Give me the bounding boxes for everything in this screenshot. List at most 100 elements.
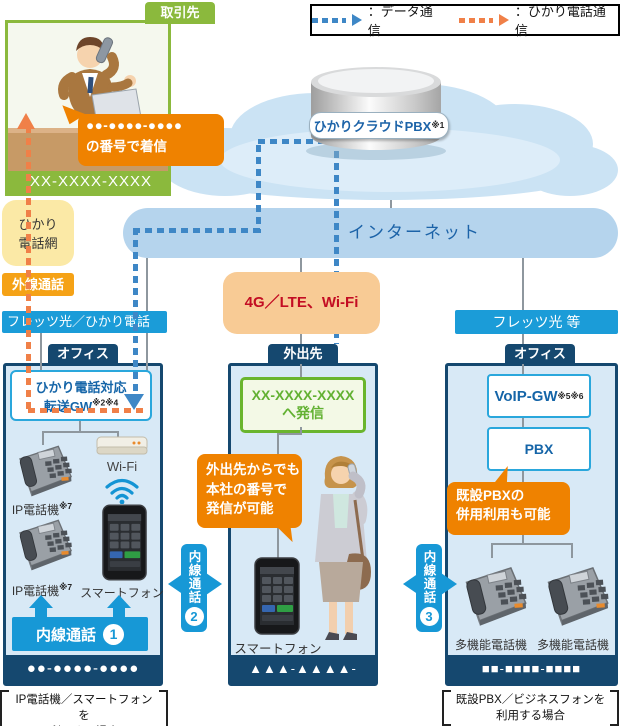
fletshikari-line-note: ※2※3 [7, 339, 33, 349]
connector-right-3 [522, 364, 524, 375]
extension-call-3-number: 3 [419, 607, 439, 626]
caption-left-line1: IP電話機／スマートフォンを [15, 694, 153, 723]
connector-mid-4 [300, 427, 302, 435]
hikari-arrow-up-icon [17, 110, 35, 129]
existing-pbx-bubble: 既設PBXの 併用利用も可能 [447, 482, 570, 535]
outgoing-call-text: へ発信 [282, 405, 324, 421]
ip-phone-2-icon [10, 510, 74, 574]
partner-tab: 取引先 [145, 2, 215, 24]
internet-bar: インターネット [123, 208, 618, 258]
legend-hikari-comm-label: ：ひかり電話通信 [514, 4, 606, 38]
office-right-footer-number: ■■-■■■■-■■■■ [448, 655, 615, 683]
ip-phone-1-text: IP電話機 [11, 503, 60, 517]
hikari-comm-arrow-icon [498, 14, 509, 26]
office-tab-left: オフィス [48, 344, 118, 364]
caption-right-line2: 利用する場合 [495, 710, 565, 723]
ip-phone-2-text: IP電話機 [11, 584, 60, 598]
multifunction-phone-1-label: 多機能電話機 [454, 638, 527, 652]
incoming-bubble-text: の番号で着信 [86, 139, 167, 154]
extension-call-3-label: 内線通話 [421, 550, 436, 604]
connector-left-2 [146, 333, 148, 372]
multifunction-phone-1-icon [455, 556, 529, 630]
business-woman-illustration [315, 456, 371, 640]
data-line-cloud-down [256, 145, 261, 233]
extension-call-3-box: 内線通話 3 [416, 544, 442, 632]
bracket-left-icon [0, 690, 9, 726]
ip-phone-1-icon [10, 436, 74, 500]
data-comm-dash-icon [312, 17, 346, 23]
incoming-bubble-number: ●●-●●●●-●●●● [86, 118, 183, 133]
up-arrow-stem-1 [35, 604, 47, 618]
outgoing-bubble-line2: 本社の番号で [206, 481, 287, 497]
outgoing-call-number: XX-XXXX-XXXX [251, 387, 355, 403]
smartphone-middle-label: スマートフォン [234, 642, 322, 656]
data-line-to-office [133, 228, 138, 394]
legend-data-comm-label: ：データ通信 [367, 4, 433, 38]
hikari-phone-network-box: ひかり 電話網 [2, 200, 74, 266]
caption-left: IP電話機／スマートフォンを 利用する場合 [0, 690, 168, 726]
pbx-box: PBX [487, 427, 591, 471]
cloud-pbx-note: ※1 [431, 120, 445, 130]
caption-right: 既設PBX／ビジネスフォンを 利用する場合 [441, 690, 620, 726]
data-line-cloud-horizontal [258, 139, 338, 144]
hikari-comm-dash-icon [459, 17, 493, 23]
extension-call-2-box: 内線通話 2 [181, 544, 207, 632]
connector-gw-phone [42, 431, 44, 445]
outgoing-bubble: 外出先からでも 本社の番号で 発信が可能 [197, 454, 302, 528]
smartphone-middle-icon [253, 556, 301, 636]
bracket-right-icon [610, 690, 620, 726]
connector-right-1 [522, 258, 524, 310]
up-arrow-stem-2 [113, 604, 125, 618]
fletshikari-line-label: フレッツ光／ひかり電話 [7, 314, 151, 329]
connector-left-1 [146, 258, 148, 311]
wifi-router-icon [96, 436, 148, 455]
connector-gw-down [79, 417, 81, 432]
partner-phone-number: XX-XXXX-XXXX [8, 171, 168, 193]
extension-2-right-arrow-icon [206, 573, 225, 595]
ip-phone-2-note: ※7 [59, 582, 73, 592]
voip-gw-note: ※5※6 [557, 390, 584, 401]
extension-call-2-label: 内線通話 [186, 550, 201, 604]
caption-right-line1: 既設PBX／ビジネスフォンを [455, 694, 606, 706]
outside-line-call-box: 外線通話 [2, 273, 74, 296]
extension-call-1-bar: 内線通話 1 [12, 617, 148, 651]
hikari-line-vertical [26, 126, 31, 412]
connector-pbx-phone1 [491, 543, 493, 558]
connector-left-3 [40, 333, 42, 372]
legend: ：データ通信 ：ひかり電話通信 [310, 4, 620, 38]
connector-mid-5 [277, 433, 302, 435]
flets-line-bar-right: フレッツ光 等 [455, 310, 618, 334]
extension-call-2-number: 2 [184, 607, 204, 626]
existing-pbx-bubble-line2: 併用利用も可能 [456, 506, 551, 522]
fletshikari-line-bar: フレッツ光／ひかり電話 ※2※3 [2, 311, 167, 349]
smartphone-left-label: スマートフォン [80, 586, 164, 600]
connector-gw-split [42, 431, 118, 433]
data-line-to-mobile [334, 139, 339, 344]
bracket-right-icon [159, 690, 168, 726]
cloud-pbx-text: ひかりクラウドPBX [313, 119, 432, 134]
incoming-call-bubble: ●●-●●●●-●●●● の番号で着信 [78, 114, 224, 166]
hikari-line-gw-horizontal [28, 408, 146, 413]
existing-pbx-bubble-line1: 既設PBXの [456, 488, 525, 503]
voip-gw-box: VoIP-GW ※5※6 [487, 374, 591, 418]
office-tab-right: オフィス [505, 344, 575, 364]
connector-pbx-phone2 [571, 543, 573, 558]
ip-phone-2-label: IP電話機※7 [2, 582, 82, 599]
ip-phone-1-label: IP電話機※7 [2, 501, 82, 518]
ip-phone-1-note: ※7 [59, 501, 73, 511]
voip-gw-text: VoIP-GW [494, 387, 558, 405]
office-left-footer-number: ●●-●●●●-●●●● [6, 655, 160, 683]
pbx-cylinder-icon [306, 67, 446, 160]
smartphone-left-icon [101, 504, 148, 581]
connector-pbx-split [491, 543, 572, 545]
hikari-net-line2: 電話網 [18, 236, 58, 251]
data-comm-arrow-icon [351, 14, 362, 26]
outside-tab: 外出先 [268, 344, 338, 364]
hikari-net-line1: ひかり [18, 217, 58, 232]
outside-footer-number: ▲▲▲-▲▲▲▲-▲▲▲▲ [231, 655, 375, 704]
extension-call-1-label: 内線通話 [35, 626, 96, 644]
outgoing-bubble-line1: 外出先からでも [206, 462, 301, 477]
extension-2-left-arrow-icon [165, 573, 184, 595]
bracket-left-icon [441, 690, 451, 726]
